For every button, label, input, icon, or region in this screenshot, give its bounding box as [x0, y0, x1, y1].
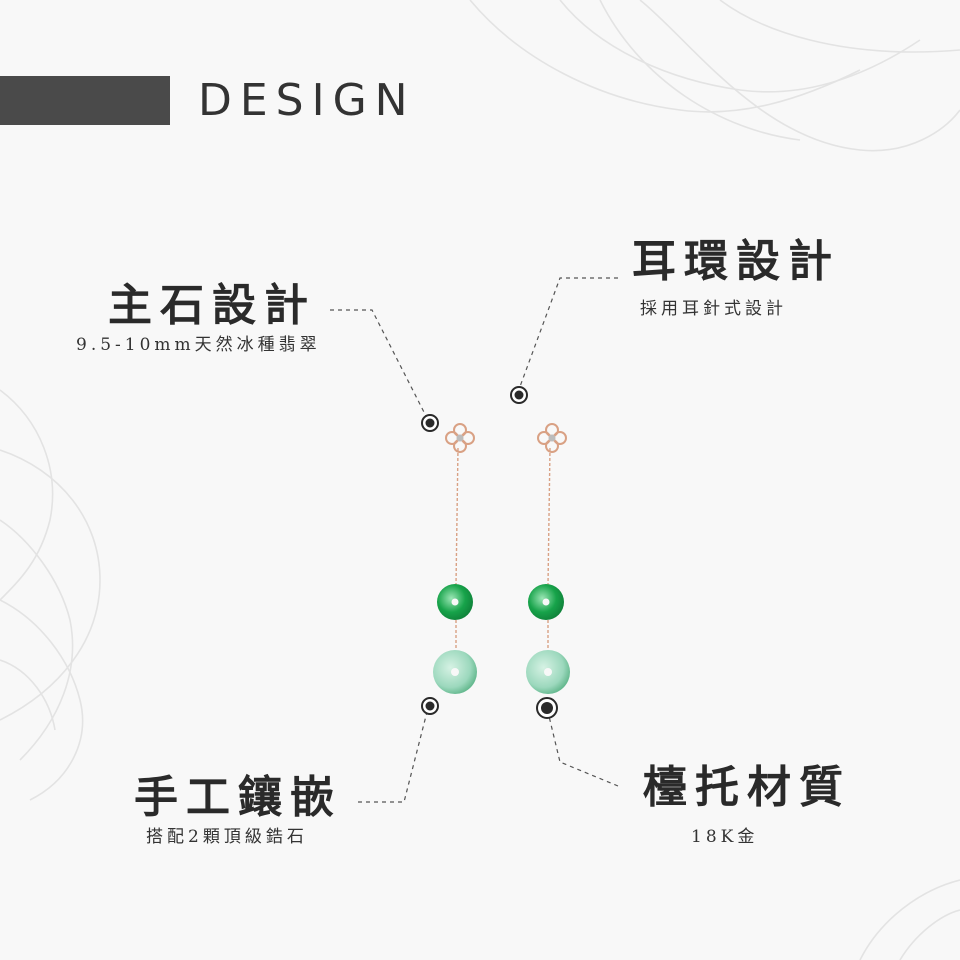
feature-subtitle-earring-design: 採用耳針式設計 [640, 299, 787, 319]
feature-title-main-stone: 主石設計 [108, 280, 316, 331]
feature-title-earring-design: 耳環設計 [632, 236, 840, 287]
jade-upper-right [528, 584, 564, 620]
feature-title-handmade-setting: 手工鑲嵌 [134, 772, 342, 823]
feature-subtitle-setting-material: 18K金 [691, 827, 759, 847]
callout-marker-icon [421, 386, 558, 719]
jade-upper-left [437, 584, 473, 620]
feature-subtitle-handmade-setting: 搭配2顆頂級鋯石 [146, 827, 308, 847]
header-accent-bar [0, 76, 170, 125]
callout-lines [330, 277, 619, 803]
jade-lower-left [433, 650, 477, 694]
page-title: DESIGN [198, 75, 416, 126]
feature-title-setting-material: 檯托材質 [643, 762, 851, 813]
jade-lower-right [526, 650, 570, 694]
feature-subtitle-main-stone: 9.5-10mm天然冰種翡翠 [76, 335, 321, 355]
